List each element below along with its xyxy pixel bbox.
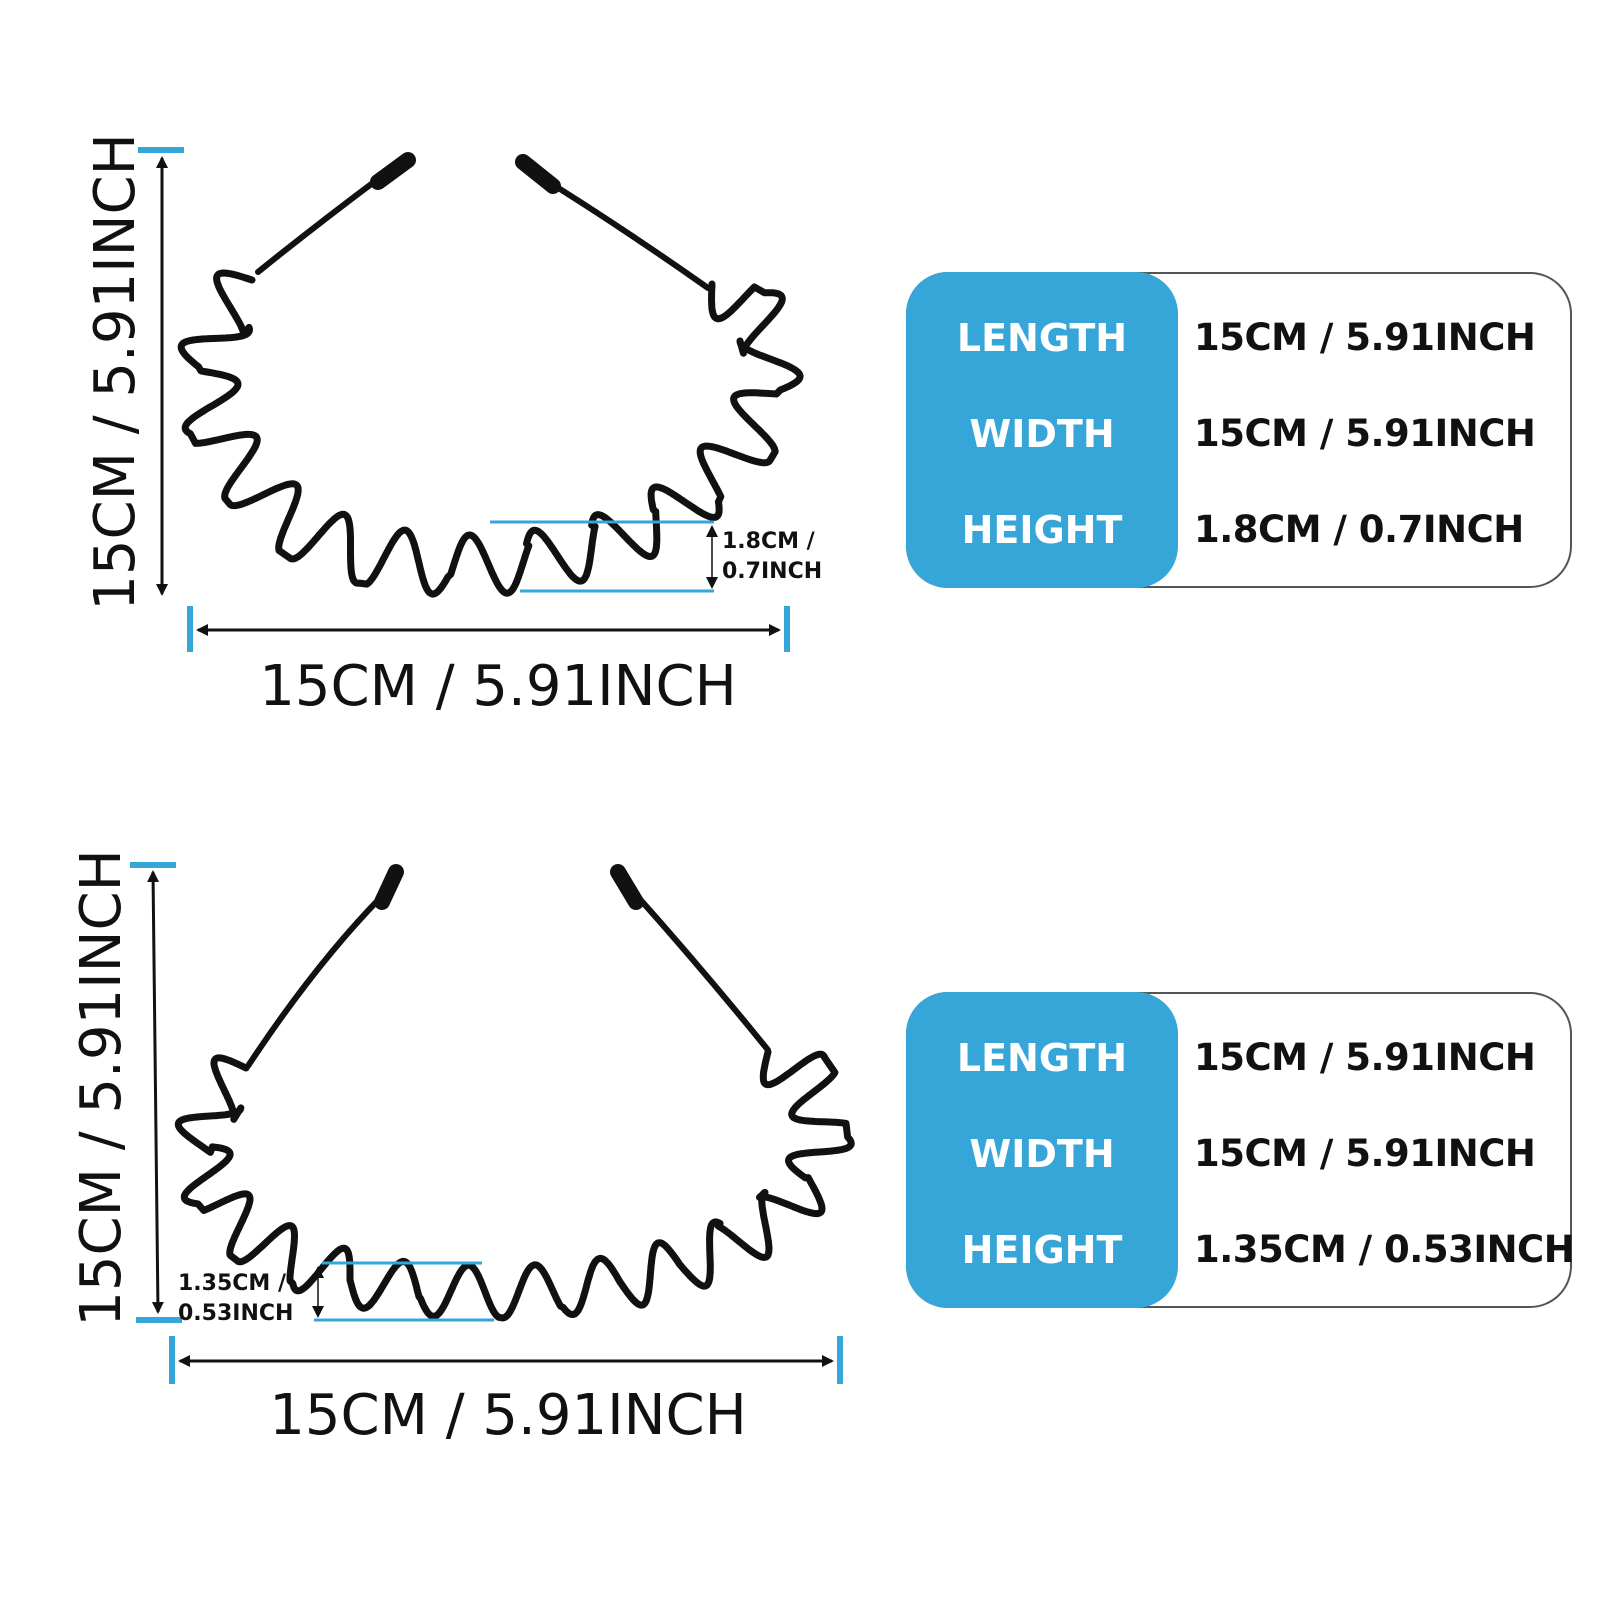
figure-2-tooth-label-line2: 0.53INCH xyxy=(178,1301,293,1326)
figure-2: 15CM / 5.91INCH 15CM / 5.91INCH 1.35CM /… xyxy=(69,849,855,1448)
figure-2-height-arrow xyxy=(147,870,164,1314)
figure-2-tooth-label-line1: 1.35CM / xyxy=(178,1271,287,1296)
spec-label-length: LENGTH xyxy=(956,316,1128,360)
spec-value-width: 15CM / 5.91INCH xyxy=(1194,1132,1536,1175)
figure-1: 15CM / 5.91INCH 15CM / 5.91INCH 1.8CM / … xyxy=(83,133,822,719)
figure-2-height-label: 15CM / 5.91INCH xyxy=(69,849,134,1326)
spec-table-1-label-column xyxy=(906,272,1178,588)
headband-2-right-arm xyxy=(627,885,771,1053)
spec-table-2-row-width: WIDTH 15CM / 5.91INCH xyxy=(908,1106,1572,1202)
figure-1-height-label: 15CM / 5.91INCH xyxy=(83,133,148,610)
spec-table-1-row-height: HEIGHT 1.8CM / 0.7INCH xyxy=(908,482,1572,578)
spec-table-2-row-length: LENGTH 15CM / 5.91INCH xyxy=(908,1010,1572,1106)
headband-1-right-arm xyxy=(533,171,711,291)
figure-2-width-label: 15CM / 5.91INCH xyxy=(269,1383,746,1448)
headband-2-left-zigzag xyxy=(174,1054,354,1295)
spec-value-height: 1.8CM / 0.7INCH xyxy=(1194,508,1524,551)
spec-label-width: WIDTH xyxy=(969,1132,1115,1176)
figure-1-tooth-label-line1: 1.8CM / xyxy=(722,529,816,554)
spec-label-height: HEIGHT xyxy=(961,508,1123,552)
spec-value-length: 15CM / 5.91INCH xyxy=(1194,1036,1536,1079)
headband-2-left-arm xyxy=(245,887,391,1069)
spec-table-1: LENGTH 15CM / 5.91INCH WIDTH 15CM / 5.91… xyxy=(906,272,1572,588)
headband-2-left-end-cap xyxy=(374,864,404,910)
spec-label-width: WIDTH xyxy=(969,412,1115,456)
spec-table-2: LENGTH 15CM / 5.91INCH WIDTH 15CM / 5.91… xyxy=(906,992,1575,1308)
spec-table-1-row-width: WIDTH 15CM / 5.91INCH xyxy=(908,386,1572,482)
spec-value-height: 1.35CM / 0.53INCH xyxy=(1194,1228,1575,1271)
headband-2-right-zigzag xyxy=(616,1048,855,1309)
spec-label-height: HEIGHT xyxy=(961,1228,1123,1272)
headband-1-wave-body xyxy=(177,269,804,598)
headband-2-bottom-wave xyxy=(346,1254,624,1322)
headband-1-left-end-cap xyxy=(370,152,416,190)
spec-value-width: 15CM / 5.91INCH xyxy=(1194,412,1536,455)
spec-table-1-row-length: LENGTH 15CM / 5.91INCH xyxy=(908,290,1572,386)
headband-1-right-end-cap xyxy=(515,154,561,194)
headband-1-left-arm xyxy=(255,167,393,275)
figure-1-tooth-label-line2: 0.7INCH xyxy=(722,559,822,584)
spec-label-length: LENGTH xyxy=(956,1036,1128,1080)
spec-value-length: 15CM / 5.91INCH xyxy=(1194,316,1536,359)
spec-table-2-row-height: HEIGHT 1.35CM / 0.53INCH xyxy=(908,1202,1575,1298)
spec-table-2-label-column xyxy=(906,992,1178,1308)
figure-1-width-label: 15CM / 5.91INCH xyxy=(259,654,736,719)
headband-2-right-end-cap xyxy=(610,864,644,910)
